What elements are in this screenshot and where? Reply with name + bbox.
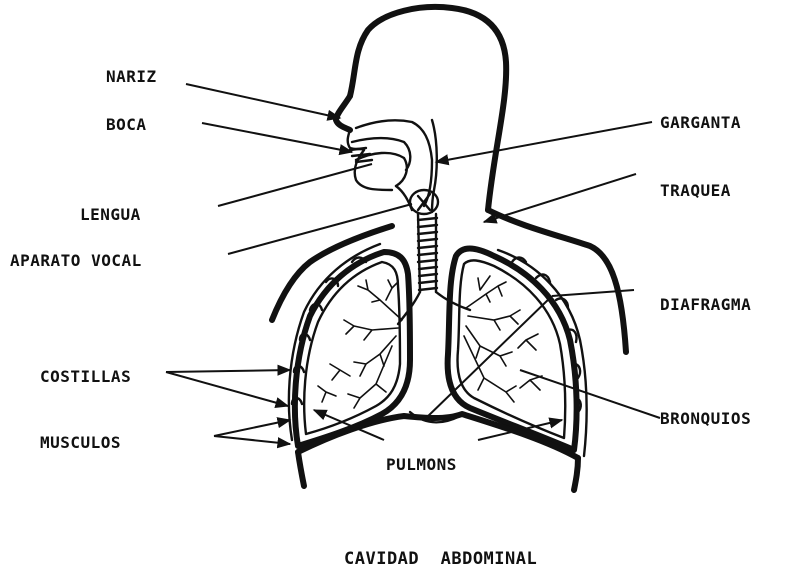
face-outline xyxy=(350,7,506,210)
label-garganta: GARGANTA xyxy=(660,113,741,132)
label-bronquios: BRONQUIOS xyxy=(660,409,751,428)
abdominal-wall-right xyxy=(574,458,578,490)
pointer-diafragma-2 xyxy=(424,296,552,420)
label-boca: BOCA xyxy=(106,115,147,134)
label-cavidad-abdominal: CAVIDAD ABDOMINAL xyxy=(344,549,537,569)
pointer-costillas-1 xyxy=(166,370,290,372)
label-traquea: TRAQUEA xyxy=(660,181,731,200)
pointer-musculos-1 xyxy=(214,420,290,436)
pointer-musculos-2 xyxy=(214,436,290,444)
larynx xyxy=(410,190,438,214)
label-aparato-vocal: APARATO VOCAL xyxy=(10,251,142,270)
pointer-nariz xyxy=(186,84,340,118)
label-costillas: COSTILLAS xyxy=(40,367,131,386)
nose-outline xyxy=(336,96,350,130)
labels: NARIZ BOCA LENGUA APARATO VOCAL COSTILLA… xyxy=(10,67,751,569)
abdominal-wall-left xyxy=(298,452,304,486)
label-pulmons: PULMONS xyxy=(386,455,457,474)
right-bronchi-branches xyxy=(464,276,542,402)
nasal-cavity xyxy=(356,120,432,206)
pointer-costillas-2 xyxy=(166,372,288,406)
pointer-bronquios xyxy=(520,370,660,418)
label-nariz: NARIZ xyxy=(106,67,157,86)
tongue xyxy=(356,153,407,186)
pointer-lengua xyxy=(218,164,372,206)
pointer-garganta xyxy=(436,122,652,162)
label-lengua: LENGUA xyxy=(80,205,141,224)
pointer-traquea xyxy=(484,174,636,222)
label-musculos: MUSCULOS xyxy=(40,433,121,452)
right-lung-outer xyxy=(448,249,577,451)
pointer-boca xyxy=(202,123,352,152)
label-diafragma: DIAFRAGMA xyxy=(660,295,751,314)
